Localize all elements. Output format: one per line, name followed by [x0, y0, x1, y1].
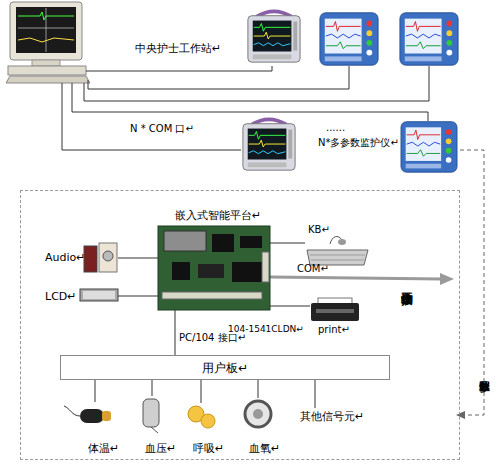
connector-line — [95, 380, 96, 402]
connector-line — [175, 310, 176, 355]
connector-line — [270, 243, 305, 244]
mouse — [338, 239, 346, 245]
dashed-link — [460, 150, 484, 415]
platform-group: Audio↵ LCD↵ 104-1541CLDN↵ KB↵ print↵ 用户板↵ 体温↵ 血… — [20, 190, 460, 460]
connector-line — [118, 296, 158, 297]
device-node: Audio↵ — [82, 243, 118, 273]
node-label: 呼吸↵ — [193, 442, 224, 455]
chip — [198, 264, 224, 278]
spo2-sensor — [245, 401, 271, 427]
node-label: 其他信号元↵ — [300, 410, 364, 423]
device-node: print↵ — [310, 298, 360, 325]
annotation: N*多参数监护仪↵ — [318, 137, 399, 149]
device-node: 血氧↵ — [243, 398, 273, 430]
node-label: 体温↵ — [88, 442, 119, 455]
bedside-monitor — [400, 13, 458, 65]
connector-line — [270, 306, 310, 307]
temperature-probe — [102, 411, 111, 421]
speaker — [84, 246, 97, 272]
node-label: 血氧↵ — [249, 442, 280, 455]
chip — [232, 262, 262, 282]
com-wire — [72, 83, 428, 121]
device-node: KB↵ — [305, 236, 368, 266]
key-row — [310, 255, 365, 256]
respiration-pad — [201, 414, 215, 428]
card-slot — [164, 231, 206, 251]
temperature-probe — [80, 409, 104, 423]
connector-line — [315, 380, 316, 408]
printer — [311, 303, 359, 321]
device-node: 体温↵ — [78, 402, 112, 426]
pc104-connector — [162, 292, 262, 299]
key-row — [311, 260, 364, 261]
connector-line — [118, 258, 158, 259]
device-node: 其他信号元↵ — [300, 408, 370, 424]
bedside-monitor — [401, 122, 457, 172]
node-label: 血压↵ — [145, 442, 176, 455]
annotation: COM↵ — [297, 263, 329, 275]
device-node: 中央护士工作站↵ — [8, 2, 88, 82]
com-wire — [86, 66, 272, 71]
connector-line — [258, 380, 259, 398]
keyboard — [307, 250, 368, 265]
node-label: 用户板↵ — [61, 361, 389, 375]
keyboard-keys — [310, 255, 365, 260]
com-wire — [84, 66, 429, 101]
computer-keyboard — [6, 76, 90, 83]
vertical-note: 连接至中央护士工作站 — [399, 283, 415, 345]
speaker-cone — [103, 251, 113, 261]
connector-line — [201, 380, 202, 403]
lcd-screen — [83, 291, 115, 299]
group-title: 嵌入式智能平台↵ — [175, 209, 261, 222]
printer-ribbon — [316, 309, 354, 313]
io-connector — [262, 252, 269, 282]
arrow-head — [456, 411, 465, 419]
pressure-cuff — [143, 399, 159, 427]
bedside-monitor — [248, 11, 300, 62]
chip — [240, 236, 262, 248]
connector-line — [152, 380, 153, 396]
arrow-head — [440, 273, 454, 285]
screen-grid — [46, 8, 47, 52]
node-label: LCD↵ — [45, 290, 77, 303]
lcd-panel — [80, 289, 118, 301]
vertical-note: 单参数仪分解图 — [477, 372, 492, 462]
computer-stand — [32, 60, 60, 66]
annotation: N * COM 口↵ — [130, 123, 194, 135]
pcb-board — [158, 226, 270, 310]
bedside-monitor — [243, 119, 295, 170]
device-node: 104-1541CLDN↵ — [158, 226, 270, 310]
computer-monitor — [10, 2, 82, 60]
sensor-cable — [64, 406, 80, 416]
node-label: Audio↵ — [45, 251, 85, 264]
node-label: print↵ — [318, 324, 350, 336]
annotation: ...... — [326, 122, 345, 134]
chip — [172, 262, 190, 280]
connector-label: PC/104 接口↵ — [179, 332, 246, 344]
sensor-cable — [151, 427, 158, 433]
speaker — [99, 243, 117, 272]
waveform — [18, 38, 74, 42]
node-label: 中央护士工作站↵ — [135, 42, 221, 55]
board-box: 用户板↵ — [60, 355, 390, 380]
device-node: 呼吸↵ — [185, 403, 217, 431]
com-arrow — [270, 277, 441, 279]
computer-case — [8, 66, 86, 75]
device-node: LCD↵ — [80, 288, 118, 302]
com-wire — [88, 66, 349, 89]
computer-screen — [16, 7, 76, 53]
bedside-monitor — [320, 13, 378, 65]
com-wire — [62, 83, 241, 150]
node-label: KB↵ — [308, 224, 330, 236]
spo2-sensor — [253, 409, 263, 419]
chip — [212, 234, 234, 252]
device-node: 血压↵ — [138, 396, 166, 430]
